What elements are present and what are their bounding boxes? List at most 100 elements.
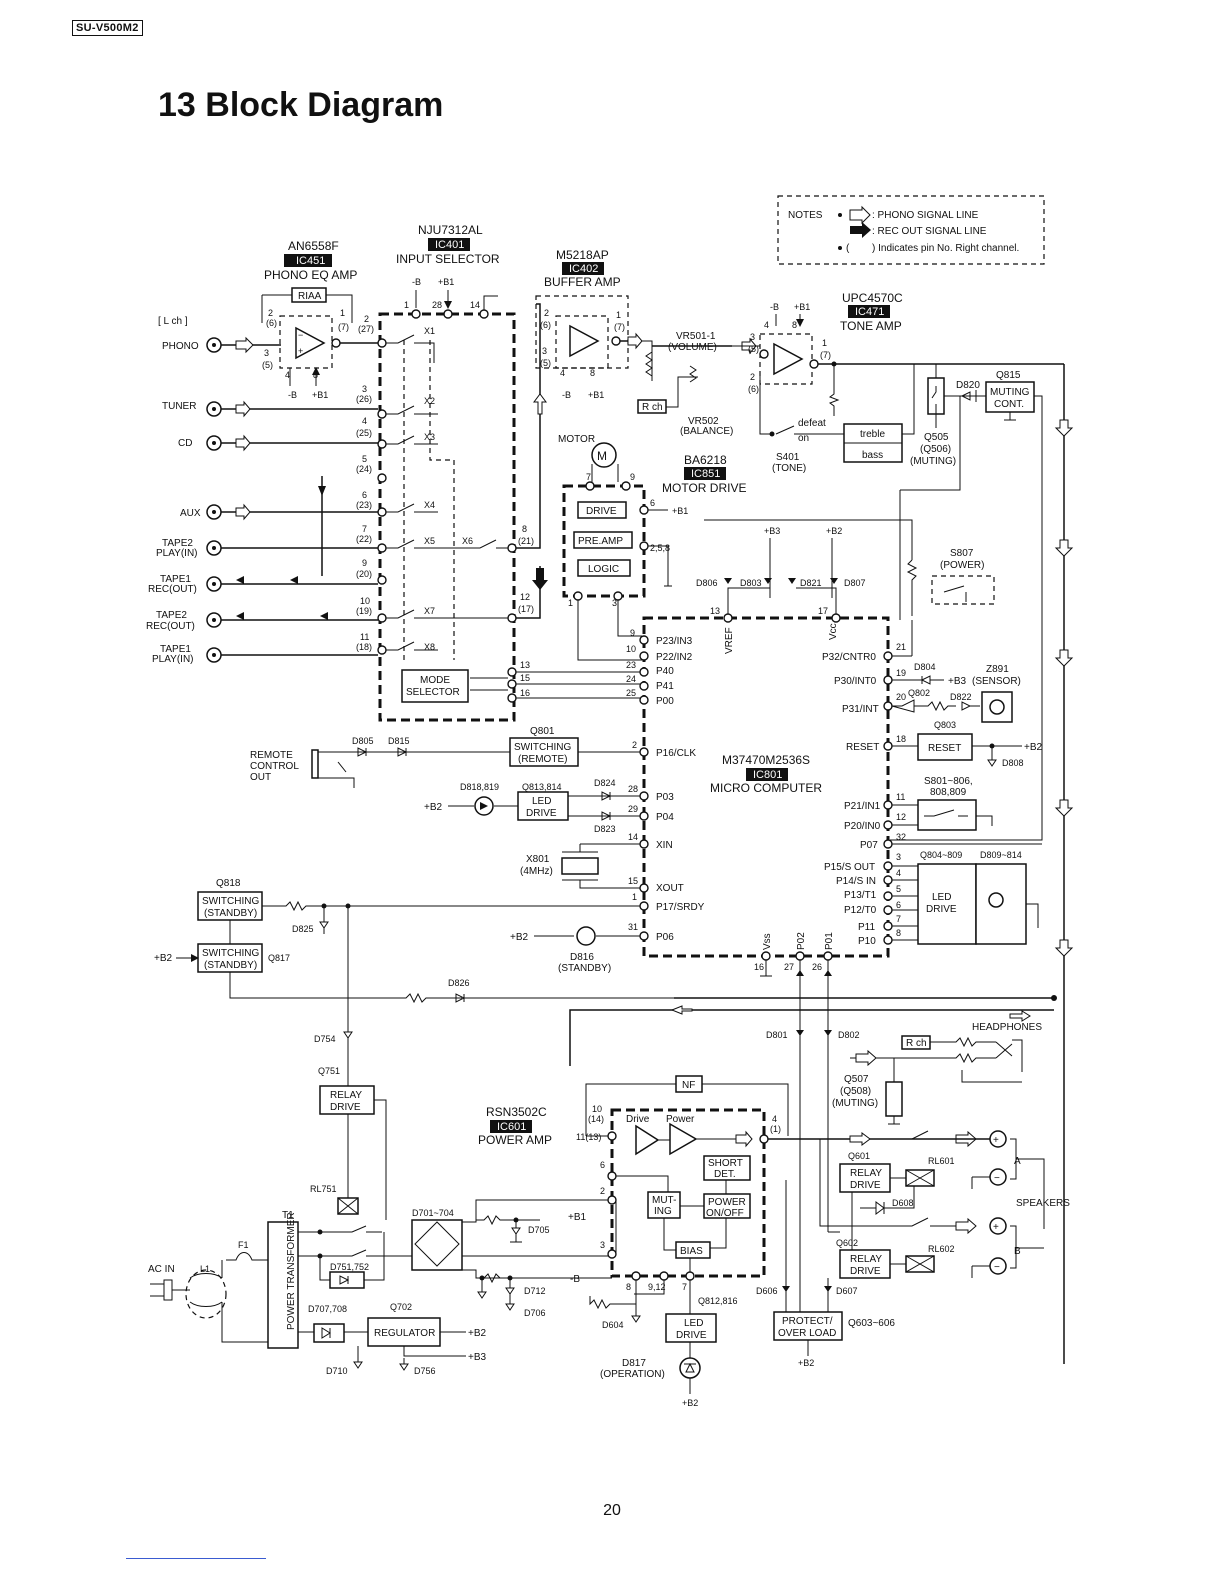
svg-text:2: 2 bbox=[364, 314, 369, 324]
svg-text:R ch: R ch bbox=[906, 1038, 927, 1049]
svg-text:(STANDBY): (STANDBY) bbox=[558, 963, 611, 974]
svg-text:D801: D801 bbox=[766, 1030, 788, 1040]
svg-text:(VOLUME): (VOLUME) bbox=[668, 342, 717, 353]
svg-text:PLAY(IN): PLAY(IN) bbox=[156, 548, 198, 559]
ic601-power-amp: RSN3502C IC601 POWER AMP NF Drive Power … bbox=[478, 1075, 998, 1292]
svg-text:SWITCHING: SWITCHING bbox=[202, 948, 259, 959]
svg-text:F1: F1 bbox=[238, 1240, 249, 1250]
svg-text:TAPE2: TAPE2 bbox=[162, 538, 193, 549]
tone-controls: defeat on treble bass S401 (TONE) Q505 (… bbox=[759, 364, 956, 474]
svg-text:POWER AMP: POWER AMP bbox=[478, 1133, 552, 1147]
svg-text:16: 16 bbox=[754, 962, 764, 972]
svg-text:Q817: Q817 bbox=[268, 953, 290, 963]
svg-text:-B: -B bbox=[562, 390, 571, 400]
svg-text:Q804~809: Q804~809 bbox=[920, 850, 962, 860]
svg-text:D818,819: D818,819 bbox=[460, 782, 499, 792]
svg-text:+B1: +B1 bbox=[794, 302, 810, 312]
svg-text:PRE.AMP: PRE.AMP bbox=[578, 536, 623, 547]
ic451-phono-eq-amp: AN6558F IC451 PHONO EQ AMP RIAA −+ 2(6) … bbox=[261, 239, 357, 400]
svg-text:13: 13 bbox=[520, 660, 530, 670]
svg-text:2,5,8: 2,5,8 bbox=[650, 543, 670, 553]
svg-text:D751,752: D751,752 bbox=[330, 1262, 369, 1272]
svg-text:+B1: +B1 bbox=[588, 390, 604, 400]
svg-text:(21): (21) bbox=[518, 536, 534, 546]
svg-text:4: 4 bbox=[772, 1114, 777, 1124]
svg-text:R ch: R ch bbox=[642, 402, 663, 413]
svg-text:LED: LED bbox=[532, 796, 551, 807]
relay-drive-a bbox=[839, 1163, 891, 1193]
svg-text:RESET: RESET bbox=[928, 743, 961, 754]
model-number: SU-V500M2 bbox=[72, 20, 143, 36]
svg-text:P06: P06 bbox=[656, 932, 674, 943]
svg-text:MICRO COMPUTER: MICRO COMPUTER bbox=[710, 781, 822, 795]
svg-text:IC471: IC471 bbox=[855, 306, 884, 318]
sensor-and-power-switch: S807 (POWER) D804 +B3 (SENSOR) Z891 Q802… bbox=[891, 548, 1043, 945]
svg-text:DRIVE: DRIVE bbox=[850, 1180, 881, 1191]
logic-block bbox=[577, 559, 631, 577]
power-amp-aux: D604 Q812,816 LED DRIVE +B2 D817 (OPERAT… bbox=[589, 1280, 738, 1408]
svg-text:+B1: +B1 bbox=[672, 506, 688, 516]
micro-top-pins: 13 17 VREF Vcc +B3 +B2 D806 D803 D821 D8… bbox=[696, 519, 918, 654]
svg-text:NF: NF bbox=[682, 1080, 695, 1091]
svg-text:P11: P11 bbox=[858, 922, 875, 933]
svg-text:6: 6 bbox=[896, 900, 901, 910]
ic801-micro-computer: M37470M2536S IC801 MICRO COMPUTER bbox=[642, 616, 890, 958]
svg-text:8: 8 bbox=[896, 928, 901, 938]
notes-box: NOTES : PHONO SIGNAL LINE : REC OUT SIGN… bbox=[777, 195, 1045, 265]
svg-text:+: + bbox=[993, 1135, 999, 1146]
svg-text:(14): (14) bbox=[588, 1114, 604, 1124]
svg-text:D820: D820 bbox=[956, 380, 980, 391]
svg-text:DRIVE: DRIVE bbox=[926, 904, 957, 915]
svg-text:Drive: Drive bbox=[626, 1114, 650, 1125]
svg-text:CONT.: CONT. bbox=[994, 399, 1024, 410]
notes-pin-line: ) Indicates pin No. Right channel. bbox=[872, 243, 1019, 254]
svg-text:MUTING: MUTING bbox=[990, 387, 1030, 398]
svg-text:(TONE): (TONE) bbox=[772, 463, 806, 474]
svg-text:TAPE2: TAPE2 bbox=[156, 610, 187, 621]
svg-text:(20): (20) bbox=[356, 569, 372, 579]
drive-block bbox=[577, 501, 627, 519]
svg-text:SWITCHING: SWITCHING bbox=[202, 896, 259, 907]
svg-text:+B2: +B2 bbox=[510, 932, 529, 943]
svg-text:+B2: +B2 bbox=[826, 526, 842, 536]
svg-text:P20/IN0: P20/IN0 bbox=[844, 821, 881, 832]
svg-text:DRIVE: DRIVE bbox=[850, 1266, 881, 1277]
svg-text:P14/S IN: P14/S IN bbox=[836, 876, 876, 887]
svg-text:3: 3 bbox=[750, 332, 755, 342]
svg-text:Q601: Q601 bbox=[848, 1151, 870, 1161]
svg-text:+B3: +B3 bbox=[468, 1352, 487, 1363]
svg-text:P40: P40 bbox=[656, 666, 674, 677]
svg-text:808,809: 808,809 bbox=[930, 787, 967, 798]
svg-text:RELAY: RELAY bbox=[850, 1254, 882, 1265]
svg-text:IC801: IC801 bbox=[753, 769, 782, 781]
svg-text:Q507: Q507 bbox=[844, 1074, 869, 1085]
svg-text:14: 14 bbox=[628, 832, 638, 842]
protect-block bbox=[773, 1311, 843, 1341]
svg-text:4: 4 bbox=[896, 868, 901, 878]
svg-text:RSN3502C: RSN3502C bbox=[486, 1105, 547, 1119]
svg-text:11: 11 bbox=[896, 792, 905, 802]
svg-text:32: 32 bbox=[896, 832, 906, 842]
svg-text:POWER TRANSFORMER: POWER TRANSFORMER bbox=[286, 1212, 297, 1330]
svg-text:4: 4 bbox=[764, 320, 769, 330]
svg-text:23: 23 bbox=[626, 660, 636, 670]
svg-text:6: 6 bbox=[650, 498, 655, 508]
svg-text:(MUTING): (MUTING) bbox=[832, 1098, 878, 1109]
svg-text:P23/IN3: P23/IN3 bbox=[656, 636, 693, 647]
svg-text:Q818: Q818 bbox=[216, 878, 241, 889]
svg-text:REC(OUT): REC(OUT) bbox=[148, 584, 197, 595]
svg-text:D821: D821 bbox=[800, 578, 822, 588]
svg-text:+B2: +B2 bbox=[1024, 742, 1043, 753]
svg-text:ON/OFF: ON/OFF bbox=[706, 1208, 744, 1219]
svg-text:(26): (26) bbox=[356, 394, 372, 404]
svg-text:D823: D823 bbox=[594, 824, 616, 834]
svg-text:(REMOTE): (REMOTE) bbox=[518, 754, 567, 765]
svg-text:5: 5 bbox=[362, 454, 367, 464]
svg-text:TAPE1: TAPE1 bbox=[160, 574, 191, 585]
svg-text:3: 3 bbox=[362, 384, 367, 394]
svg-text:(OPERATION): (OPERATION) bbox=[600, 1369, 665, 1380]
svg-text:REC(OUT): REC(OUT) bbox=[146, 621, 195, 632]
